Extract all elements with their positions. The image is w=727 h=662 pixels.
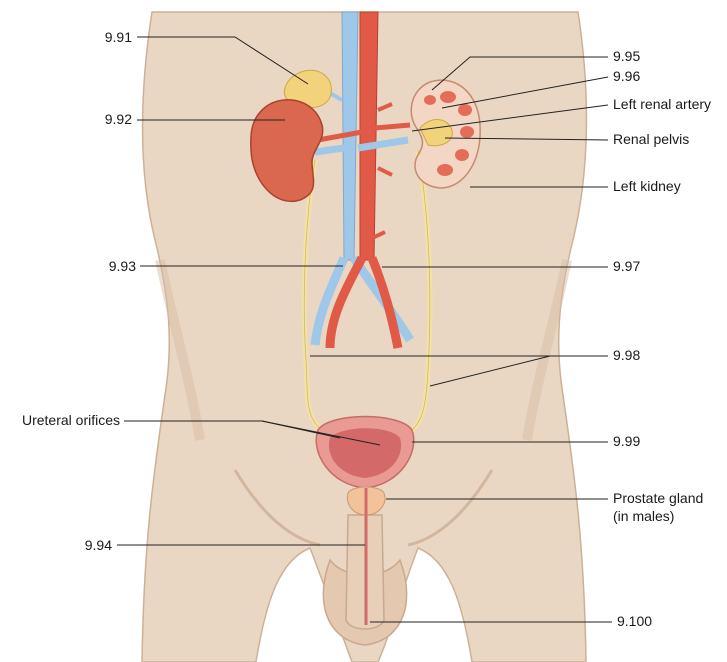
renal-pelvis-shape [419, 119, 453, 147]
iliac-artery-left [325, 255, 366, 349]
artery-branch-small [367, 230, 386, 242]
renal-artery-right [374, 122, 411, 131]
leader-lines [117, 36, 612, 623]
label-9-100: 9.100 [617, 613, 653, 629]
label-9-92: 9.92 [104, 111, 132, 127]
iliac-artery-right [367, 256, 403, 349]
renal-pyramids [424, 91, 474, 176]
label-9-96: 9.96 [613, 68, 641, 84]
leader-ureteral-orifices-b [261, 420, 381, 446]
leader-9-91 [137, 36, 309, 85]
iliac-vein-left [310, 256, 349, 346]
pelvic-crease-right [407, 469, 494, 547]
renal-artery-left [317, 129, 363, 143]
label-9-99: 9.99 [613, 433, 641, 449]
label-in-males: (in males) [613, 508, 675, 524]
kidney-left [250, 98, 324, 203]
label-9-98: 9.98 [613, 347, 641, 363]
label-9-91: 9.91 [104, 29, 132, 45]
torso-shadow-right [522, 258, 572, 441]
leader-9-96 [441, 76, 609, 109]
label-left-kidney: Left kidney [613, 178, 681, 194]
torso-shadow-left [155, 258, 205, 441]
leader-left-renal-artery [411, 104, 609, 132]
ureter-right-edge [404, 149, 431, 436]
renal-vein-right [357, 136, 409, 152]
vessel-twig-1 [377, 102, 393, 112]
bladder-inner [328, 428, 402, 478]
ureter-left-edge [303, 159, 326, 433]
label-9-97: 9.97 [613, 258, 641, 274]
pelvic-crease-left [233, 469, 321, 547]
label-renal-pelvis: Renal pelvis [613, 131, 690, 147]
label-ureteral-orifices: Ureteral orifices [21, 412, 120, 428]
vessel-twig-2 [377, 166, 393, 177]
leader-9-95 [431, 56, 608, 91]
label-9-93: 9.93 [108, 258, 136, 274]
label-9-94: 9.94 [84, 537, 112, 553]
label-prostate-gland: Prostate gland [613, 490, 704, 506]
label-left-renal-artery: Left renal artery [613, 96, 712, 112]
renal-vein-left [314, 144, 345, 156]
label-9-95: 9.95 [613, 48, 641, 64]
leader-renal-pelvis [444, 137, 609, 141]
